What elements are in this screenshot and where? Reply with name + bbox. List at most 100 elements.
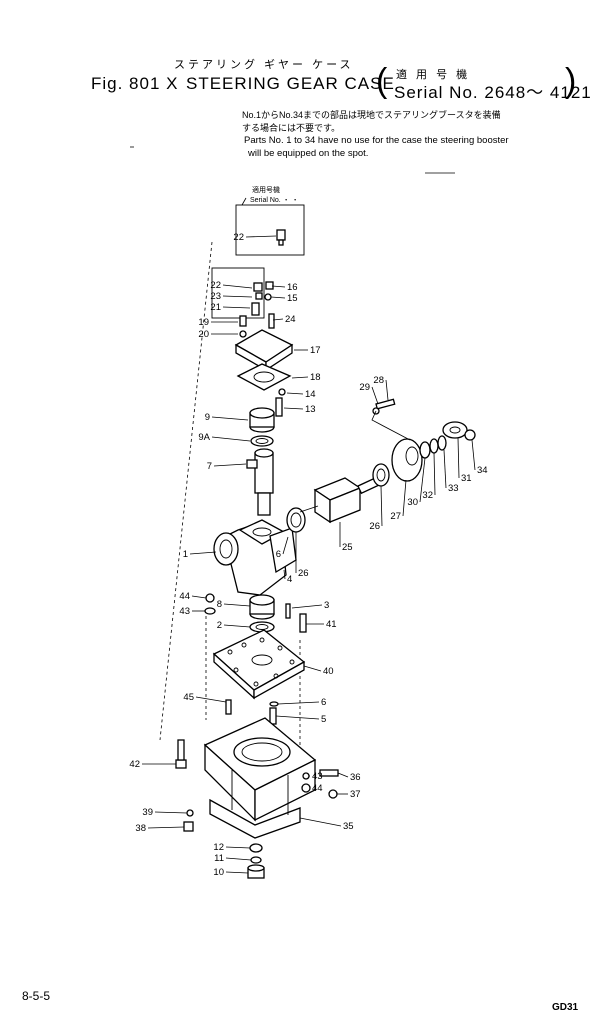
callout-leader-p10 [225,871,249,874]
callout-leader-p35 [299,817,342,827]
callout-leader-p26a [380,485,383,527]
ring-part [429,438,439,454]
callout-label-p36: 36 [350,772,361,783]
callout-leader-p16 [271,285,286,288]
callout-leader-p34 [471,439,476,471]
bolt-22-inset [276,229,286,246]
callout-label-p13: 13 [305,404,316,415]
callout-leader-p3 [291,604,323,609]
callout-leader-p29 [371,386,379,405]
callout-leader-p7 [213,463,247,467]
page-number: 8-5-5 [22,989,51,1003]
callout-leader-p31 [457,437,460,479]
callout-label-p28: 28 [373,375,384,386]
title-kana: ステアリング ギヤー ケース [174,59,354,71]
callout-leader-p6b [277,701,320,705]
callout-label-p14: 14 [305,389,316,400]
callout-label-p2: 2 [217,620,222,631]
cap-part [442,421,468,439]
callout-leader-p2 [223,624,251,628]
applicable-kana: 適 用 号 機 [396,69,471,81]
callout-leader-p36 [337,772,349,778]
callout-label-p7: 7 [207,461,212,472]
callout-leader-p5 [275,715,320,720]
callout-label-p12: 12 [213,842,224,853]
figure-code: GD31 [552,1002,579,1013]
screws-upper [239,281,275,338]
callout-label-p9a: 9A [198,432,210,443]
callout-leader-p22b [222,284,253,289]
bolt-42-part [175,739,187,769]
sector-shaft-part [246,448,274,516]
callout-label-p1: 1 [183,549,188,560]
callout-label-p6b: 6 [321,697,326,708]
bolt-5-part [269,707,277,725]
washer-43b-part [302,772,310,780]
callout-label-p21: 21 [210,302,221,313]
callout-label-p23: 23 [210,291,221,302]
callout-label-p8: 8 [217,599,222,610]
callout-label-p24: 24 [285,314,296,325]
leader [371,410,411,441]
callout-label-p30: 30 [407,497,418,508]
washer-39-part [186,809,194,817]
inset-heading-serial: Serial No. ・ ・ [250,197,299,204]
callout-label-p4: 4 [287,574,292,585]
washer-6-part [269,701,279,707]
note-jp-line1: No.1からNo.34までの部品は現地でステアリングブースタを装備 [242,110,501,120]
callout-leader-p32 [433,452,436,496]
callout-label-p45: 45 [183,692,194,703]
callout-leader-p27 [402,479,407,517]
callout-leader-p1 [189,551,217,555]
bushing-part [249,407,275,433]
bearing-part-upper [372,463,390,487]
callout-label-p40: 40 [323,666,334,677]
nut-44-part [205,593,215,603]
note-jp-line2: する場合には不要です。 [242,123,341,133]
callout-leader-p12 [225,846,251,849]
inset-box-lower [211,267,265,319]
pin-part [285,603,291,619]
callout-label-p42: 42 [129,759,140,770]
callout-label-p32: 32 [422,490,433,501]
worm-shaft-part [299,475,383,524]
callout-label-p41: 41 [326,619,337,630]
inset-box-upper [235,204,305,256]
bracket-part [203,717,317,839]
ring-part [419,441,431,459]
callout-label-p20: 20 [198,329,209,340]
serial-range: Serial No. 2648～ 4121 [394,83,592,102]
callout-leader-p38 [147,826,185,829]
nut-37-part [328,789,338,799]
note-en-line1: Parts No. 1 to 34 have no use for the ca… [244,135,509,146]
callout-leader-p28 [385,379,389,401]
callout-label-p11: 11 [214,853,224,864]
gear-housing-part [213,519,297,596]
bolt-part [275,397,283,417]
callout-label-p16: 16 [287,282,298,293]
bolt-38-part [183,821,194,832]
callout-leader-p9a [211,436,251,442]
callout-label-p22b: 22 [210,280,221,291]
end-cover-part [391,438,423,482]
callout-label-p3: 3 [324,600,329,611]
mounting-plate-part [212,629,306,700]
nut-10-part [247,864,265,879]
figure-label: Fig. 801 X [91,74,179,93]
callout-leader-p33 [443,449,447,489]
inset-leader [241,197,247,206]
callout-label-p10: 10 [213,867,224,878]
callout-leader-p14 [286,392,304,395]
callout-leader-p13 [283,407,304,410]
callout-leader-p24 [272,318,284,321]
ring-part [437,435,447,451]
callout-leader-p18 [291,376,309,379]
page-title: STEERING GEAR CASE [186,74,395,93]
inset-heading-kana: 適用号機 [252,187,280,194]
callout-label-p19: 19 [198,317,209,328]
callout-label-p33: 33 [448,483,459,494]
serial-close-paren: ) [565,62,577,100]
callout-leader-p11 [225,857,252,861]
